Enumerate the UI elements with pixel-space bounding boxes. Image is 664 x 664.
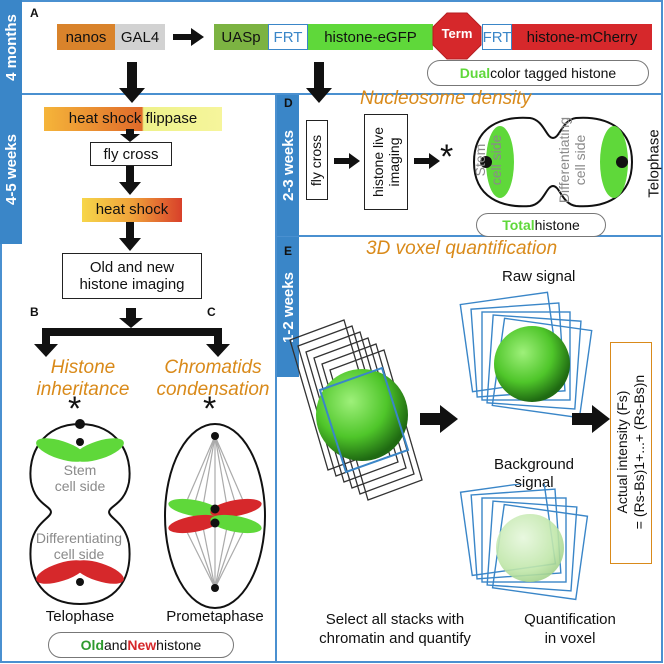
dual-suffix: color tagged histone [490,65,617,81]
down-arrow-icon [120,129,140,142]
d-telophase-label: Telophase [645,129,663,198]
timeline-label-4-5-weeks: 4-5 weeks [0,94,22,244]
dual-color-legend: Dual color tagged histone [427,60,649,86]
voxel-quantification-title: 3D voxel quantification [366,238,558,259]
raw-signal-label: Raw signal [502,268,576,285]
nucleosome-density-title: Nucleosome density [360,88,532,109]
uasp-segment: UASp [214,24,268,50]
panel-letter-d: D [284,96,293,110]
and-label: and [104,637,128,653]
d-fly-cross-label: fly cross [308,134,325,186]
frt-segment-2: FRT [482,24,512,50]
imaging-line-1: Old and new [89,259,175,276]
panel-letter-a: A [30,6,39,20]
panel-letter-b: B [30,305,39,319]
hs-flippase-box-bg [44,107,222,131]
arrow-right-icon [173,28,204,46]
heat-shock-box-bg [82,198,182,222]
down-arrow-icon [119,222,141,251]
new-label: New [127,637,157,653]
down-arrow-icon [306,62,332,103]
total-histone-legend: Total histone [476,213,606,237]
timeline-label-2-3-weeks: 2-3 weeks [277,95,299,236]
telophase-cell-b [29,419,131,606]
branch-arrows [34,308,230,357]
histone-label: histone [156,637,202,653]
down-arrow-icon [119,62,145,103]
formula-text: Actual intensity (Fs)= (Rs-Bs)1+...+ (Rs… [614,374,647,530]
telophase-label-b: Telophase [45,608,115,625]
asterisk-c: * [203,390,217,428]
panel-letter-c: C [207,305,216,319]
asterisk-d: * [440,138,454,176]
gal4-segment: GAL4 [115,24,165,50]
nanos-segment: nanos [57,24,115,50]
dual-prefix: Dual [459,65,491,81]
timeline-label-1-2-weeks: 1-2 weeks [277,237,299,377]
term-label: Term [441,26,473,41]
egfp-segment: histone-eGFP [308,24,433,50]
arrow-right-icon [334,153,360,169]
arrow-right-icon [414,153,440,169]
prometaphase-label: Prometaphase [166,608,264,625]
raw-signal-stack [459,291,593,419]
hs-flippase-label: heat shock flippase [68,110,198,127]
histone-imaging-box: Old and new histone imaging [62,253,202,299]
telophase-cell-d [472,116,634,208]
d-histone-label: histone [534,217,580,233]
asterisk-b: * [68,390,82,428]
down-arrow-icon [119,166,141,195]
old-label: Old [80,637,105,653]
formula-box: Actual intensity (Fs)= (Rs-Bs)1+...+ (Rs… [610,342,652,564]
d-fly-cross-box: fly cross [306,120,328,200]
old-new-legend: Old and New histone [48,632,234,658]
timeline-label-4-months: 4 months [0,0,22,94]
mcherry-segment: histone-mCherry [512,24,652,50]
background-signal-stack [459,484,589,601]
arrow-right-icon [420,405,458,433]
prometaphase-cell-c [164,423,266,609]
terminator-octagon-icon [432,12,482,60]
arrow-right-icon [572,405,610,433]
imaging-line-2: histone imaging [79,276,185,293]
heat-shock-label: heat shock [95,201,169,218]
fly-cross-box: fly cross [90,142,172,166]
frt-segment-1: FRT [268,24,308,50]
chromatin-stack-illustration [289,319,423,501]
total-label: Total [502,217,535,233]
panel-letter-e: E [284,244,293,258]
